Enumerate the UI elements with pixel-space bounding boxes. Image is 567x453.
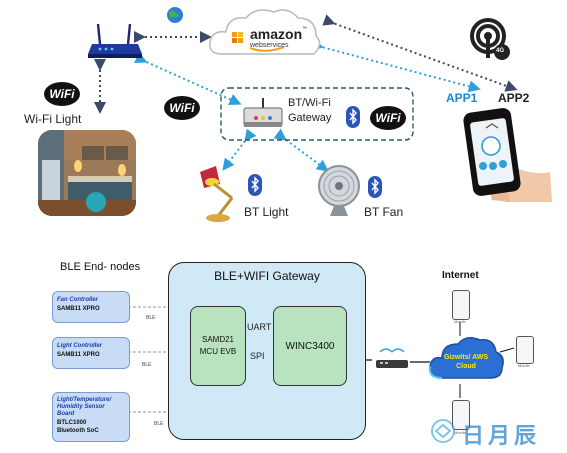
smartphone-app-icon [452, 106, 556, 206]
wifi-logo-icon: WiFi [164, 96, 200, 120]
gateway-group-box [220, 87, 414, 141]
node-title: Light Controller [57, 343, 102, 349]
gateway-device-icon [240, 96, 286, 130]
spi-label: SPI [250, 351, 265, 361]
mcu-chip: SAMD21 MCU EVB [190, 306, 246, 386]
bt-lamp-icon [196, 164, 246, 224]
app1-label: APP1 [446, 91, 478, 105]
mobile-caption: Mobile [518, 363, 530, 368]
wifi-module-chip: WINC3400 [273, 306, 347, 386]
internet-title: Internet [442, 270, 479, 281]
app2-label: APP2 [498, 91, 530, 105]
node-title: Light/Temperature/ [57, 397, 112, 403]
amazon-cloud: amazon ™ webservices [206, 4, 324, 62]
ble-node-sensor-board: Light/Temperature/ Humidity Sensor Board… [52, 392, 130, 442]
node-board-2: Bluetooth SoC [57, 428, 99, 434]
globe-icon [166, 6, 184, 24]
node-title-3: Board [57, 411, 75, 417]
watermark-text: 日月辰 [462, 424, 541, 449]
bt-fan-label: BT Fan [364, 205, 404, 219]
ble-nodes-title: BLE End- nodes [60, 261, 141, 273]
gizwits-aws-cloud: Gizwits/ AWS Cloud [428, 334, 504, 382]
ble-link-label: BLE [154, 421, 164, 427]
node-board: SAMB11 XPRO [57, 352, 100, 358]
amazon-webservices-text: webservices [250, 42, 289, 49]
ble-link-label: BLE [142, 362, 152, 368]
cloud-line1: Gizwits/ AWS [443, 354, 489, 361]
bluetooth-icon [346, 106, 360, 128]
mobile-device-icon [452, 290, 470, 320]
bt-light-label: BT Light [244, 205, 289, 219]
bluetooth-icon [368, 176, 382, 198]
node-board: BTLC1000 [57, 420, 87, 426]
wifi-logo-icon: WiFi [370, 106, 406, 130]
mcu-line1: SAMD21 [201, 335, 234, 344]
node-title: Fan Controller [57, 297, 99, 303]
amazon-tm: ™ [302, 26, 307, 32]
ble-node-fan-controller: Fan Controller SAMB11 XPRO [52, 291, 130, 323]
bt-fan-icon [316, 164, 362, 220]
bluetooth-icon [248, 174, 262, 196]
router-icon [372, 346, 412, 374]
ble-node-light-controller: Light Controller SAMB11 XPRO [52, 337, 130, 369]
cloud-line2: Cloud [456, 363, 476, 370]
wifi-module-label: WINC3400 [285, 341, 335, 352]
uart-label: UART [247, 322, 272, 332]
mobile-device-icon [452, 400, 470, 430]
mobile-caption: Mobile [454, 430, 466, 435]
wifi-logo-icon: WiFi [44, 82, 80, 106]
amazon-logo-text: amazon [250, 26, 303, 42]
node-title-2: Humidity Sensor [57, 404, 105, 410]
cellular-tower-icon: 4G [470, 16, 512, 62]
mobile-device-icon [516, 336, 534, 364]
gateway-label-line2: Gateway [288, 112, 332, 124]
wifi-light-photo [38, 130, 136, 216]
gateway-title: BLE+WIFI Gateway [214, 269, 320, 283]
ble-link-label: BLE [146, 315, 156, 321]
mcu-line2: MCU EVB [199, 347, 237, 356]
wifi-router-icon [86, 22, 144, 60]
wifi-light-label: Wi-Fi Light [24, 112, 82, 126]
cellular-4g-text: 4G [496, 48, 505, 54]
watermark-logo: 日月辰 [428, 416, 558, 449]
node-board: SAMB11 XPRO [57, 306, 100, 312]
gateway-label-line1: BT/Wi-Fi [288, 97, 331, 109]
mobile-caption: Mobile [454, 319, 466, 324]
